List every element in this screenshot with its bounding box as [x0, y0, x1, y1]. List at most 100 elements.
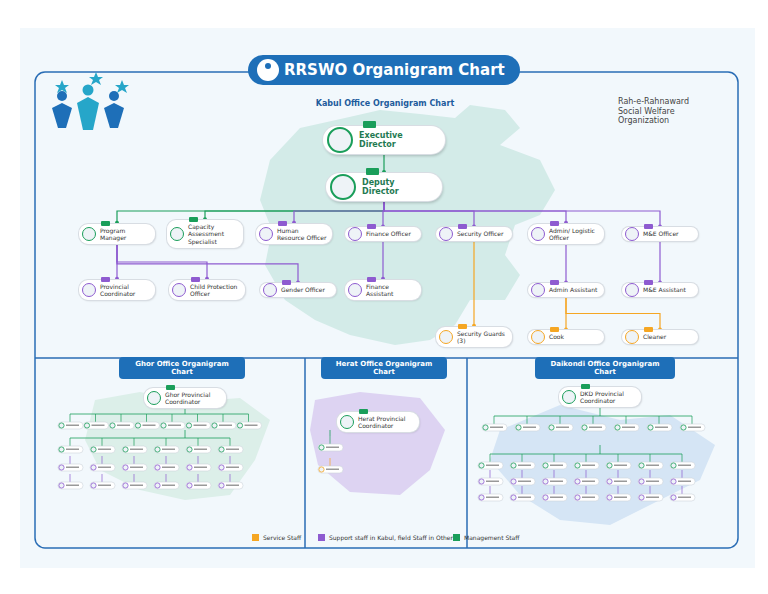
folder-tab	[458, 224, 467, 229]
role-name: Provincial Coordinator	[100, 283, 151, 297]
field-staff-grid	[58, 405, 705, 501]
folder-tab	[550, 280, 559, 285]
role-box: DKD Provincial Coordinator	[559, 387, 641, 407]
person-icon	[82, 283, 96, 297]
legend-text: Support staff in Kabul, field Staff in O…	[329, 534, 456, 541]
role-name: Capacity Assessment Specialist	[188, 223, 239, 245]
org-connector	[565, 244, 566, 283]
role-name: Gender Officer	[281, 286, 325, 293]
folder-tab	[550, 221, 559, 226]
folder-tab	[166, 385, 175, 390]
section-header: Ghor Office Organigram Chart	[119, 357, 245, 379]
role-box: Human Resource Officer	[256, 224, 332, 244]
role-box: Cleaner	[622, 330, 698, 343]
person-icon	[340, 415, 354, 429]
person-icon	[348, 227, 362, 241]
role-box: M&E Assistant	[622, 283, 698, 296]
folder-tab	[191, 277, 200, 282]
section-heading: Kabul Office Organigram Chart	[290, 99, 480, 108]
person-icon	[625, 330, 639, 344]
folder-tab	[458, 324, 467, 329]
legend-swatch	[453, 534, 460, 541]
org-connector	[117, 244, 207, 280]
title-logo	[265, 63, 271, 69]
org-connector	[294, 201, 384, 224]
role-box: Cook	[528, 330, 604, 343]
role-name: Human Resource Officer	[277, 227, 328, 241]
outer-frame	[35, 72, 738, 548]
folder-tab	[644, 224, 653, 229]
role-name: Executive Director	[359, 131, 437, 149]
legend-item: Support staff in Kabul, field Staff in O…	[318, 534, 456, 541]
role-box: Admin Assistant	[528, 283, 604, 296]
legend-item: Management Staff	[453, 534, 519, 541]
legend-swatch	[252, 534, 259, 541]
person-icon	[531, 330, 545, 344]
person-icon	[263, 283, 277, 297]
role-box: Gender Officer	[260, 283, 336, 296]
person-icon	[170, 227, 184, 241]
role-box: Finance Assistant	[345, 280, 421, 300]
folder-tab	[359, 409, 368, 414]
role-name: Cleaner	[643, 333, 666, 340]
folder-tab	[101, 277, 110, 282]
folder-tab	[550, 327, 559, 332]
person-icon	[531, 283, 545, 297]
role-name: Ghor Office Organigram Chart	[135, 360, 229, 376]
role-box: Program Manager	[79, 224, 155, 244]
legend-text: Service Staff	[263, 534, 301, 541]
person-icon	[531, 227, 545, 241]
title-pill	[248, 55, 520, 85]
role-box: Ghor Provincial Coordinator	[144, 388, 226, 408]
person-icon	[562, 390, 576, 404]
person-icon	[348, 283, 362, 297]
role-name: Finance Assistant	[366, 283, 417, 297]
person-icon	[625, 283, 639, 297]
role-name: Admin Assistant	[549, 286, 597, 293]
org-connector	[117, 244, 298, 283]
legend-text: Management Staff	[464, 534, 519, 541]
role-name: Security Officer	[457, 230, 504, 237]
section-divider	[304, 358, 306, 548]
section-divider	[466, 358, 468, 548]
role-name: Security Guards (3)	[457, 330, 508, 344]
role-name: Deputy Director	[362, 178, 434, 196]
person-icon	[625, 227, 639, 241]
role-box: Capacity Assessment Specialist	[167, 220, 243, 248]
role-box: Deputy Director	[326, 173, 442, 201]
role-box: Admin/ Logistic Officer	[528, 224, 604, 244]
role-name: DKD Provincial Coordinator	[580, 390, 637, 404]
role-name: Herat Provincial Coordinator	[358, 415, 415, 429]
person-icon	[147, 391, 161, 405]
folder-tab	[282, 280, 291, 285]
folder-tab	[644, 280, 653, 285]
folder-tab	[366, 168, 379, 175]
role-name: Herat Office Organigram Chart	[336, 360, 433, 376]
title-logo	[257, 59, 279, 81]
folder-tab	[189, 217, 198, 222]
folder-tab	[367, 224, 376, 229]
org-connector	[384, 201, 566, 224]
person-icon	[439, 330, 453, 344]
role-name: M&E Officer	[643, 230, 679, 237]
legend-swatch	[318, 534, 325, 541]
role-box: Executive Director	[323, 126, 445, 154]
person-icon	[172, 283, 186, 297]
role-name: M&E Assistant	[643, 286, 686, 293]
org-connector	[473, 241, 474, 327]
folder-tab	[644, 327, 653, 332]
role-name: Program Manager	[100, 227, 151, 241]
role-box: Finance Officer	[345, 227, 421, 240]
role-name: Finance Officer	[366, 230, 411, 237]
folder-tab	[278, 221, 287, 226]
role-name: Daikondi Office Organigram Chart	[550, 360, 659, 376]
organization-name: Rah-e-Rahnaward Social Welfare Organizat…	[618, 97, 714, 126]
legend-item: Service Staff	[252, 534, 301, 541]
person-icon	[259, 227, 273, 241]
role-name: Ghor Provincial Coordinator	[165, 391, 222, 405]
role-box: Security Guards (3)	[436, 327, 512, 347]
daikondi-map	[490, 405, 715, 525]
folder-tab	[581, 384, 590, 389]
role-name: Child Protection Officer	[190, 283, 241, 297]
